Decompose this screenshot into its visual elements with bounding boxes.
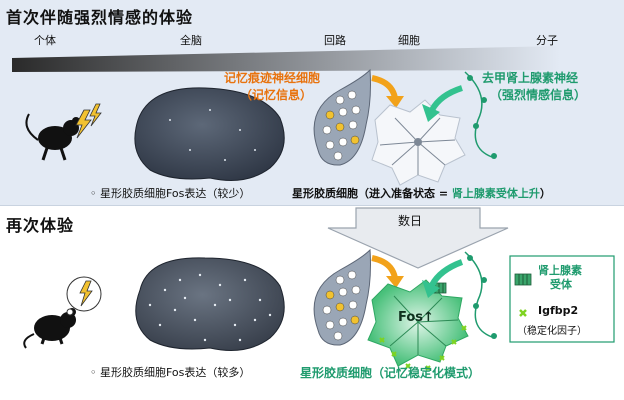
noradrenergic-axon-bottom: [464, 251, 496, 339]
stabilizer-label: （稳定化因子）: [517, 326, 587, 337]
scale-label-molecule: 分子: [536, 34, 558, 47]
memory-trace-label: 记忆痕迹神经细胞: [224, 71, 321, 85]
arrow-orange-top: [371, 75, 398, 99]
astro-state-prefix: 星形胶质细胞（进入准备状态 =: [292, 187, 452, 200]
astro-mode-label: 星形胶质细胞（记忆稳定化模式）: [300, 366, 481, 380]
top-panel: [0, 0, 624, 206]
arrow-orange-bottom: [371, 255, 398, 279]
scale-wedge: [12, 46, 560, 72]
noradrenergic-axon-top: [464, 71, 496, 159]
memory-neuron-bottom: [313, 248, 371, 346]
memory-neuron-dots-top: [322, 90, 361, 161]
fos-up-label: Fos↑: [398, 310, 434, 325]
brain-top: [134, 87, 285, 181]
receptor-title2: 受体: [550, 278, 572, 291]
noradrenergic-label: 去甲肾上腺素神经: [482, 71, 579, 85]
fos-caption-bottom-text: 星形胶质细胞Fos表达（较多）: [100, 366, 251, 379]
scale-label-whole-brain: 全脑: [180, 34, 202, 47]
astrocyte-top-branches: [379, 117, 456, 175]
bullet-icon: ◦: [90, 366, 100, 379]
brain-bottom: [135, 257, 285, 351]
astro-state-highlight: 肾上腺素受体上升: [451, 187, 540, 200]
emotion-info-label: （强烈情感信息）: [490, 88, 587, 102]
receptor-icon-legend: [514, 273, 532, 286]
days-label: 数日: [398, 214, 423, 228]
thought-bubble-icon: [66, 276, 102, 316]
igfbp2-mark-legend: [519, 309, 527, 317]
fos-caption-bottom: ◦ 星形胶质细胞Fos表达（较多）: [90, 364, 250, 380]
mouse-icon-top: [25, 113, 80, 161]
astro-state-top: 星形胶质细胞（进入准备状态 = 肾上腺素受体上升）: [292, 185, 551, 201]
igfbp2-marks: [379, 325, 467, 371]
memory-neuron-dots-bottom: [322, 270, 361, 341]
receptor-title: 肾上腺素: [538, 264, 582, 277]
igfbp2-label: Igfbp2: [538, 304, 579, 317]
fos-caption-top: ◦ 星形胶质细胞Fos表达（较少）: [90, 185, 250, 201]
lightning-icon-top: [75, 103, 102, 139]
scale-label-circuit: 回路: [324, 34, 346, 47]
memory-info-label: （记忆信息）: [240, 88, 313, 102]
bottom-title: 再次体验: [6, 216, 75, 235]
bullet-icon: ◦: [90, 187, 100, 200]
transition-arrow: [327, 207, 509, 269]
fos-caption-top-text: 星形胶质细胞Fos表达（较少）: [100, 187, 251, 200]
memory-neuron-top: [313, 68, 371, 166]
top-title: 首次伴随强烈情感的体验: [6, 8, 194, 27]
brain-bottom-sparkles: [148, 273, 272, 342]
legend-box: [509, 255, 615, 343]
scale-label-cell: 细胞: [398, 34, 420, 47]
astrocyte-bottom-branches: [389, 295, 459, 355]
brain-top-sparkles: [169, 109, 256, 161]
arrow-green-top: [429, 85, 463, 112]
astro-state-suffix: ）: [539, 187, 551, 200]
arrow-green-bottom: [429, 259, 464, 287]
scale-label-individual: 个体: [34, 34, 56, 47]
